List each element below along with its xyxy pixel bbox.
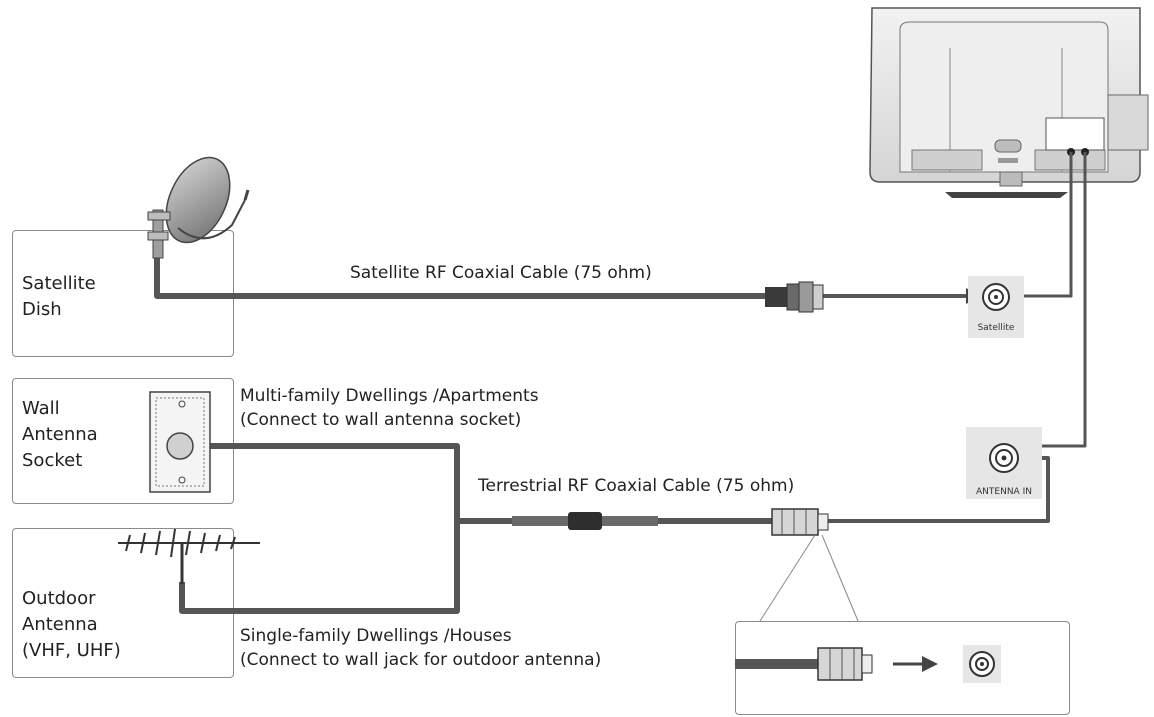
- multi-family-note-line1: Multi-family Dwellings /Apartments: [240, 386, 539, 406]
- outdoor-antenna-icon: [118, 528, 260, 584]
- satellite-port-icon: [968, 276, 1024, 338]
- satellite-cable: [154, 258, 765, 299]
- detail-socket-icon: [963, 645, 1001, 683]
- outdoor-label-line1: Outdoor: [22, 588, 96, 609]
- single-family-note: Single-family Dwellings /Houses (Connect…: [240, 624, 601, 672]
- outdoor-label-line3: (VHF, UHF): [22, 640, 121, 661]
- satellite-cable-connector: [765, 281, 824, 313]
- wall-socket-label: Wall Antenna Socket: [22, 396, 98, 474]
- wall-socket-icon: [149, 391, 211, 493]
- terrestrial-cable-label: Terrestrial RF Coaxial Cable (75 ohm): [478, 476, 795, 496]
- antenna-in-port-icon: [966, 427, 1042, 499]
- detail-plug-icon: [817, 647, 873, 681]
- outdoor-label-line2: Antenna: [22, 614, 98, 635]
- antenna-in-port-label: ANTENNA IN: [976, 487, 1032, 497]
- satellite-cable-label: Satellite RF Coaxial Cable (75 ohm): [350, 263, 652, 283]
- multi-family-note: Multi-family Dwellings /Apartments (Conn…: [240, 384, 539, 432]
- single-family-note-line2: (Connect to wall jack for outdoor antenn…: [240, 650, 602, 670]
- detail-arrow-icon: [893, 656, 938, 672]
- satellite-label-line2: Dish: [22, 299, 62, 320]
- wall-label-line3: Socket: [22, 450, 83, 471]
- multi-family-note-line2: (Connect to wall antenna socket): [240, 410, 522, 430]
- outdoor-antenna-cable: [179, 521, 460, 614]
- satellite-dish-label: Satellite Dish: [22, 271, 96, 323]
- wall-label-line1: Wall: [22, 398, 60, 419]
- terrestrial-plug-icon: [771, 508, 829, 536]
- tv-back-panel: [869, 7, 1149, 198]
- wall-label-line2: Antenna: [22, 424, 98, 445]
- detail-callout-leader: [759, 534, 859, 622]
- outdoor-antenna-box: [12, 528, 234, 678]
- satellite-port-label: Satellite: [978, 323, 1015, 333]
- satellite-label-line1: Satellite: [22, 273, 96, 294]
- tv-satellite-lead: [1020, 152, 1073, 298]
- outdoor-antenna-label: Outdoor Antenna (VHF, UHF): [22, 586, 121, 664]
- satellite-dish-icon: [147, 156, 250, 259]
- terrestrial-cable-joiner: [512, 512, 658, 530]
- wall-socket-cable: [190, 443, 460, 521]
- single-family-note-line1: Single-family Dwellings /Houses: [240, 626, 512, 646]
